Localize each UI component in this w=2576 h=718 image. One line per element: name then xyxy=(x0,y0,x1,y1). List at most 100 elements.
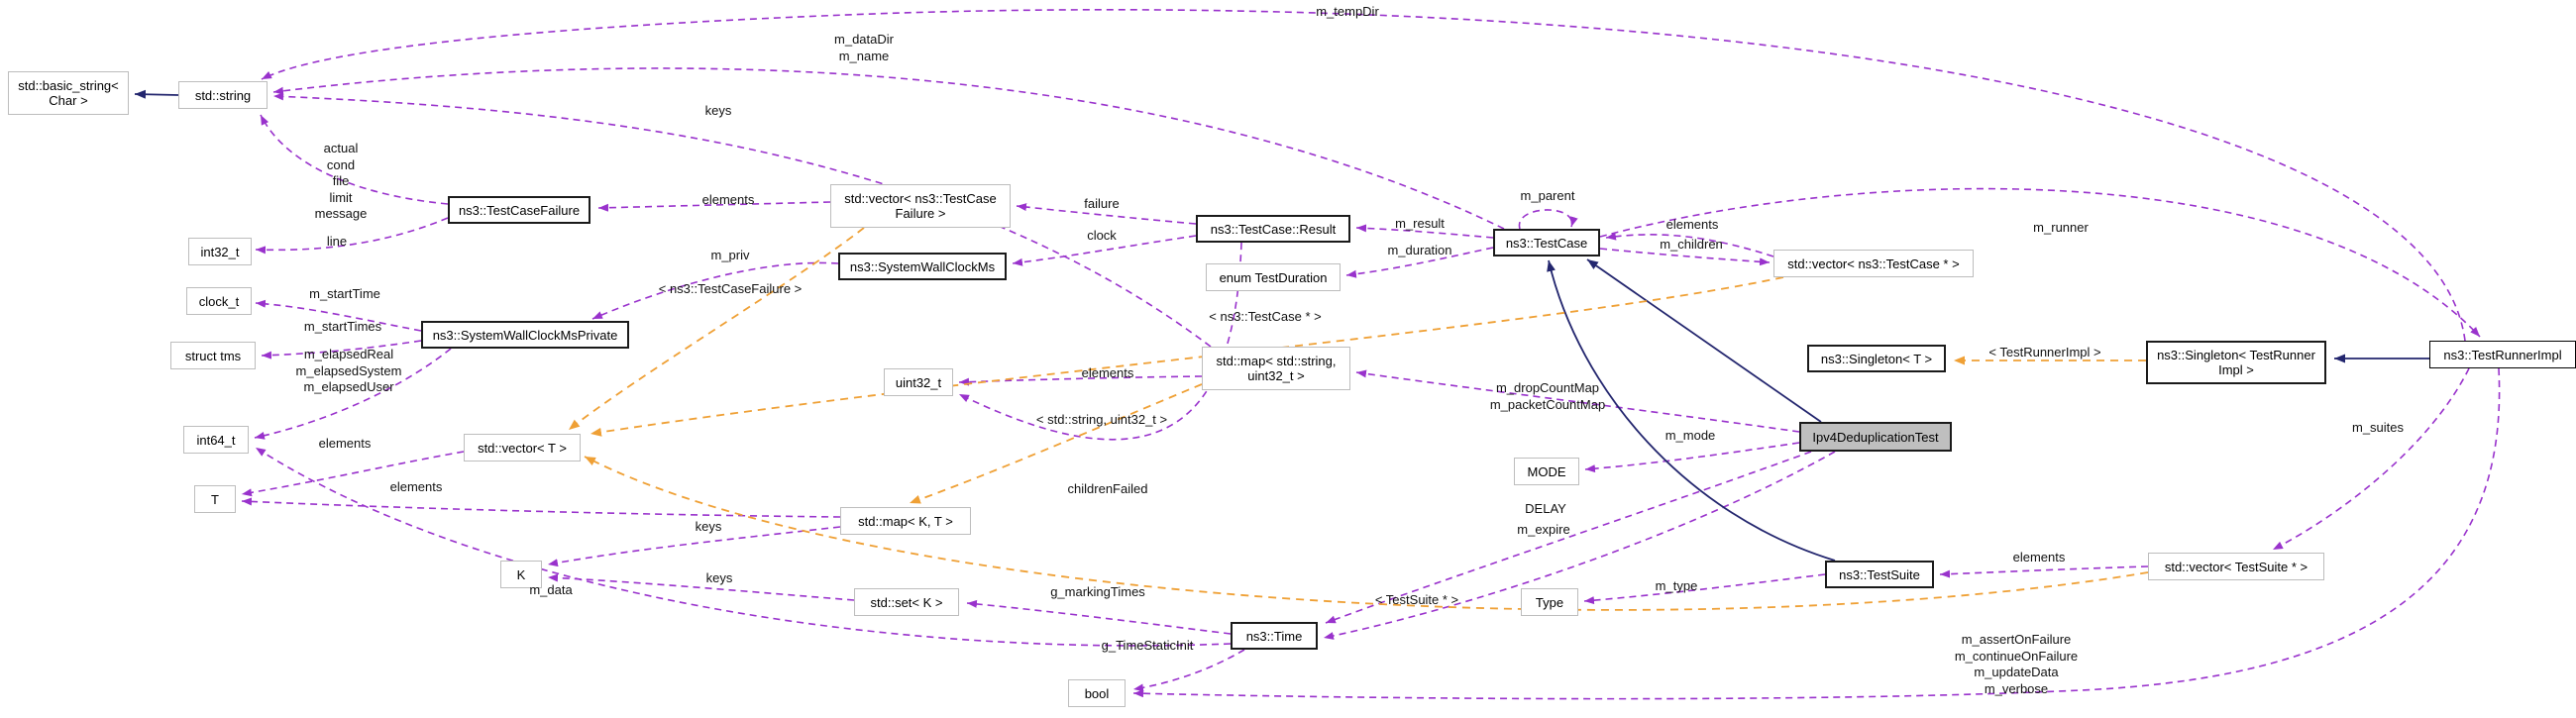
edge-delay xyxy=(1325,451,1812,624)
node-set-k[interactable]: std::set< K > xyxy=(854,588,959,616)
node-label: ns3::TestSuite xyxy=(1839,566,1920,582)
node-vector-t[interactable]: std::vector< T > xyxy=(464,434,581,462)
node-type[interactable]: Type xyxy=(1521,588,1578,616)
edge-label-m-type: m_type xyxy=(1655,578,1698,593)
edge-label-elements-testsuite: elements xyxy=(2012,550,2066,564)
node-label: bool xyxy=(1084,685,1110,701)
node-mode[interactable]: MODE xyxy=(1514,458,1579,485)
node-bool[interactable]: bool xyxy=(1068,679,1126,707)
edge-label-tpl-string-uint32: < std::string, uint32_t > xyxy=(1035,412,1168,427)
node-uint32-t[interactable]: uint32_t xyxy=(884,368,953,396)
edge-m-starttime xyxy=(255,299,422,332)
edge-label-m-starttime: m_startTime xyxy=(309,286,380,301)
edge-label-delay: DELAY xyxy=(1525,501,1566,516)
edge-m-runner xyxy=(1599,187,2481,338)
edge-label-m-priv: m_priv xyxy=(710,248,750,262)
edge-m-parent xyxy=(1518,209,1578,230)
node-int32-t[interactable]: int32_t xyxy=(188,238,252,265)
node-testsuite[interactable]: ns3::TestSuite xyxy=(1825,561,1934,588)
edge-label-m-tempdir: m_tempDir xyxy=(1316,4,1379,19)
edge-failure xyxy=(1016,203,1197,225)
node-testcasefailure[interactable]: ns3::TestCaseFailure xyxy=(448,196,590,224)
node-label: std::basic_string< xyxy=(18,78,119,93)
edge-tpl-testcasefailure xyxy=(568,227,865,431)
edge-runner-flags xyxy=(1132,367,2501,700)
edge-label-failure: failure xyxy=(1084,196,1120,211)
node-systemwallclockms[interactable]: ns3::SystemWallClockMs xyxy=(838,253,1007,280)
node-label: ns3::SystemWallClockMs xyxy=(849,258,996,274)
edge-label-m-parent: m_parent xyxy=(1520,188,1575,203)
edge-line xyxy=(255,217,449,255)
node-label: struct tms xyxy=(184,348,242,363)
node-label: MODE xyxy=(1527,463,1566,479)
node-vector-testsuite-ptr[interactable]: std::vector< TestSuite * > xyxy=(2148,553,2324,580)
node-std-string[interactable]: std::string xyxy=(178,81,268,109)
node-enum-testduration[interactable]: enum TestDuration xyxy=(1206,263,1341,291)
node-map-k-t[interactable]: std::map< K, T > xyxy=(840,507,971,535)
node-k[interactable]: K xyxy=(500,561,542,588)
edge-m-datadir xyxy=(272,67,1505,230)
node-label: ns3::Time xyxy=(1245,628,1303,644)
node-basic-string[interactable]: std::basic_string<Char > xyxy=(8,71,129,115)
node-label: T xyxy=(211,491,219,507)
node-label: std::set< K > xyxy=(870,594,943,610)
node-label: ns3::TestRunnerImpl xyxy=(2443,347,2562,362)
edge-label-m-result: m_result xyxy=(1395,216,1445,231)
node-clock-t[interactable]: clock_t xyxy=(186,287,252,315)
node-ipv4deduplicationtest[interactable]: Ipv4DeduplicationTest xyxy=(1799,422,1952,452)
edge-label-keys-top: keys xyxy=(704,103,732,118)
edge-label-keys-set: keys xyxy=(705,570,733,585)
node-time[interactable]: ns3::Time xyxy=(1231,622,1318,650)
edge-elements-testcasefailure xyxy=(597,201,831,212)
node-label: std::vector< T > xyxy=(478,440,567,456)
edge-elements-vector-t xyxy=(241,451,465,497)
edge-label-m-duration: m_duration xyxy=(1387,243,1452,257)
node-int64-t[interactable]: int64_t xyxy=(183,426,249,454)
edge-m-type xyxy=(1583,573,1826,605)
node-testcase[interactable]: ns3::TestCase xyxy=(1493,229,1600,256)
node-label: ns3::TestCase::Result xyxy=(1210,221,1337,237)
node-map-string-uint32[interactable]: std::map< std::string,uint32_t > xyxy=(1202,347,1350,390)
edge-m-children xyxy=(1599,248,1771,266)
node-label: ns3::TestCaseFailure xyxy=(458,202,581,218)
node-t[interactable]: T xyxy=(194,485,236,513)
node-testcase-result[interactable]: ns3::TestCase::Result xyxy=(1196,215,1350,243)
edge-clock xyxy=(1012,235,1197,266)
node-label: std::vector< ns3::TestCase * > xyxy=(1787,256,1960,271)
edge-m-starttimes xyxy=(261,340,422,359)
node-label: ns3::SystemWallClockMsPrivate xyxy=(432,327,618,343)
edge-elements-map-t xyxy=(241,497,841,518)
edge-m-mode xyxy=(1584,442,1800,473)
edge-label-keys-map: keys xyxy=(695,519,722,534)
node-struct-tms[interactable]: struct tms xyxy=(170,342,256,369)
node-label: std::string xyxy=(194,87,252,103)
edge-label-line: line xyxy=(326,234,348,249)
edge-ipv4test-inherits-testcase xyxy=(1586,258,1822,423)
node-label: Char > xyxy=(49,93,88,108)
edge-elements-testcase xyxy=(1605,232,1774,257)
edge-testsuite-inherits-testcase xyxy=(1547,259,1836,562)
edge-label-m-suites: m_suites xyxy=(2351,420,2405,435)
edge-g-timestaticinit xyxy=(1132,649,1245,692)
node-label: Type xyxy=(1535,594,1564,610)
node-label: Impl > xyxy=(2218,362,2254,377)
node-label: std::map< std::string, xyxy=(1216,354,1337,368)
node-singleton-t[interactable]: ns3::Singleton< T > xyxy=(1807,345,1946,372)
node-label: ns3::Singleton< TestRunner xyxy=(2157,348,2315,362)
node-label: K xyxy=(516,566,526,582)
edge-label-elements-uint32: elements xyxy=(1081,365,1134,380)
node-label: Failure > xyxy=(895,206,946,221)
edge-failure-fields xyxy=(260,114,449,205)
node-systemwallclockmsprivate[interactable]: ns3::SystemWallClockMsPrivate xyxy=(421,321,629,349)
edge-string-inherits-basicstring xyxy=(134,89,179,99)
edge-keys-set xyxy=(547,573,855,601)
node-testrunnerimpl[interactable]: ns3::TestRunnerImpl xyxy=(2429,341,2576,368)
edge-childrenfailed xyxy=(958,242,1242,441)
node-label: std::vector< ns3::TestCase xyxy=(844,191,997,206)
node-vector-testcase-ptr[interactable]: std::vector< ns3::TestCase * > xyxy=(1773,250,1974,277)
